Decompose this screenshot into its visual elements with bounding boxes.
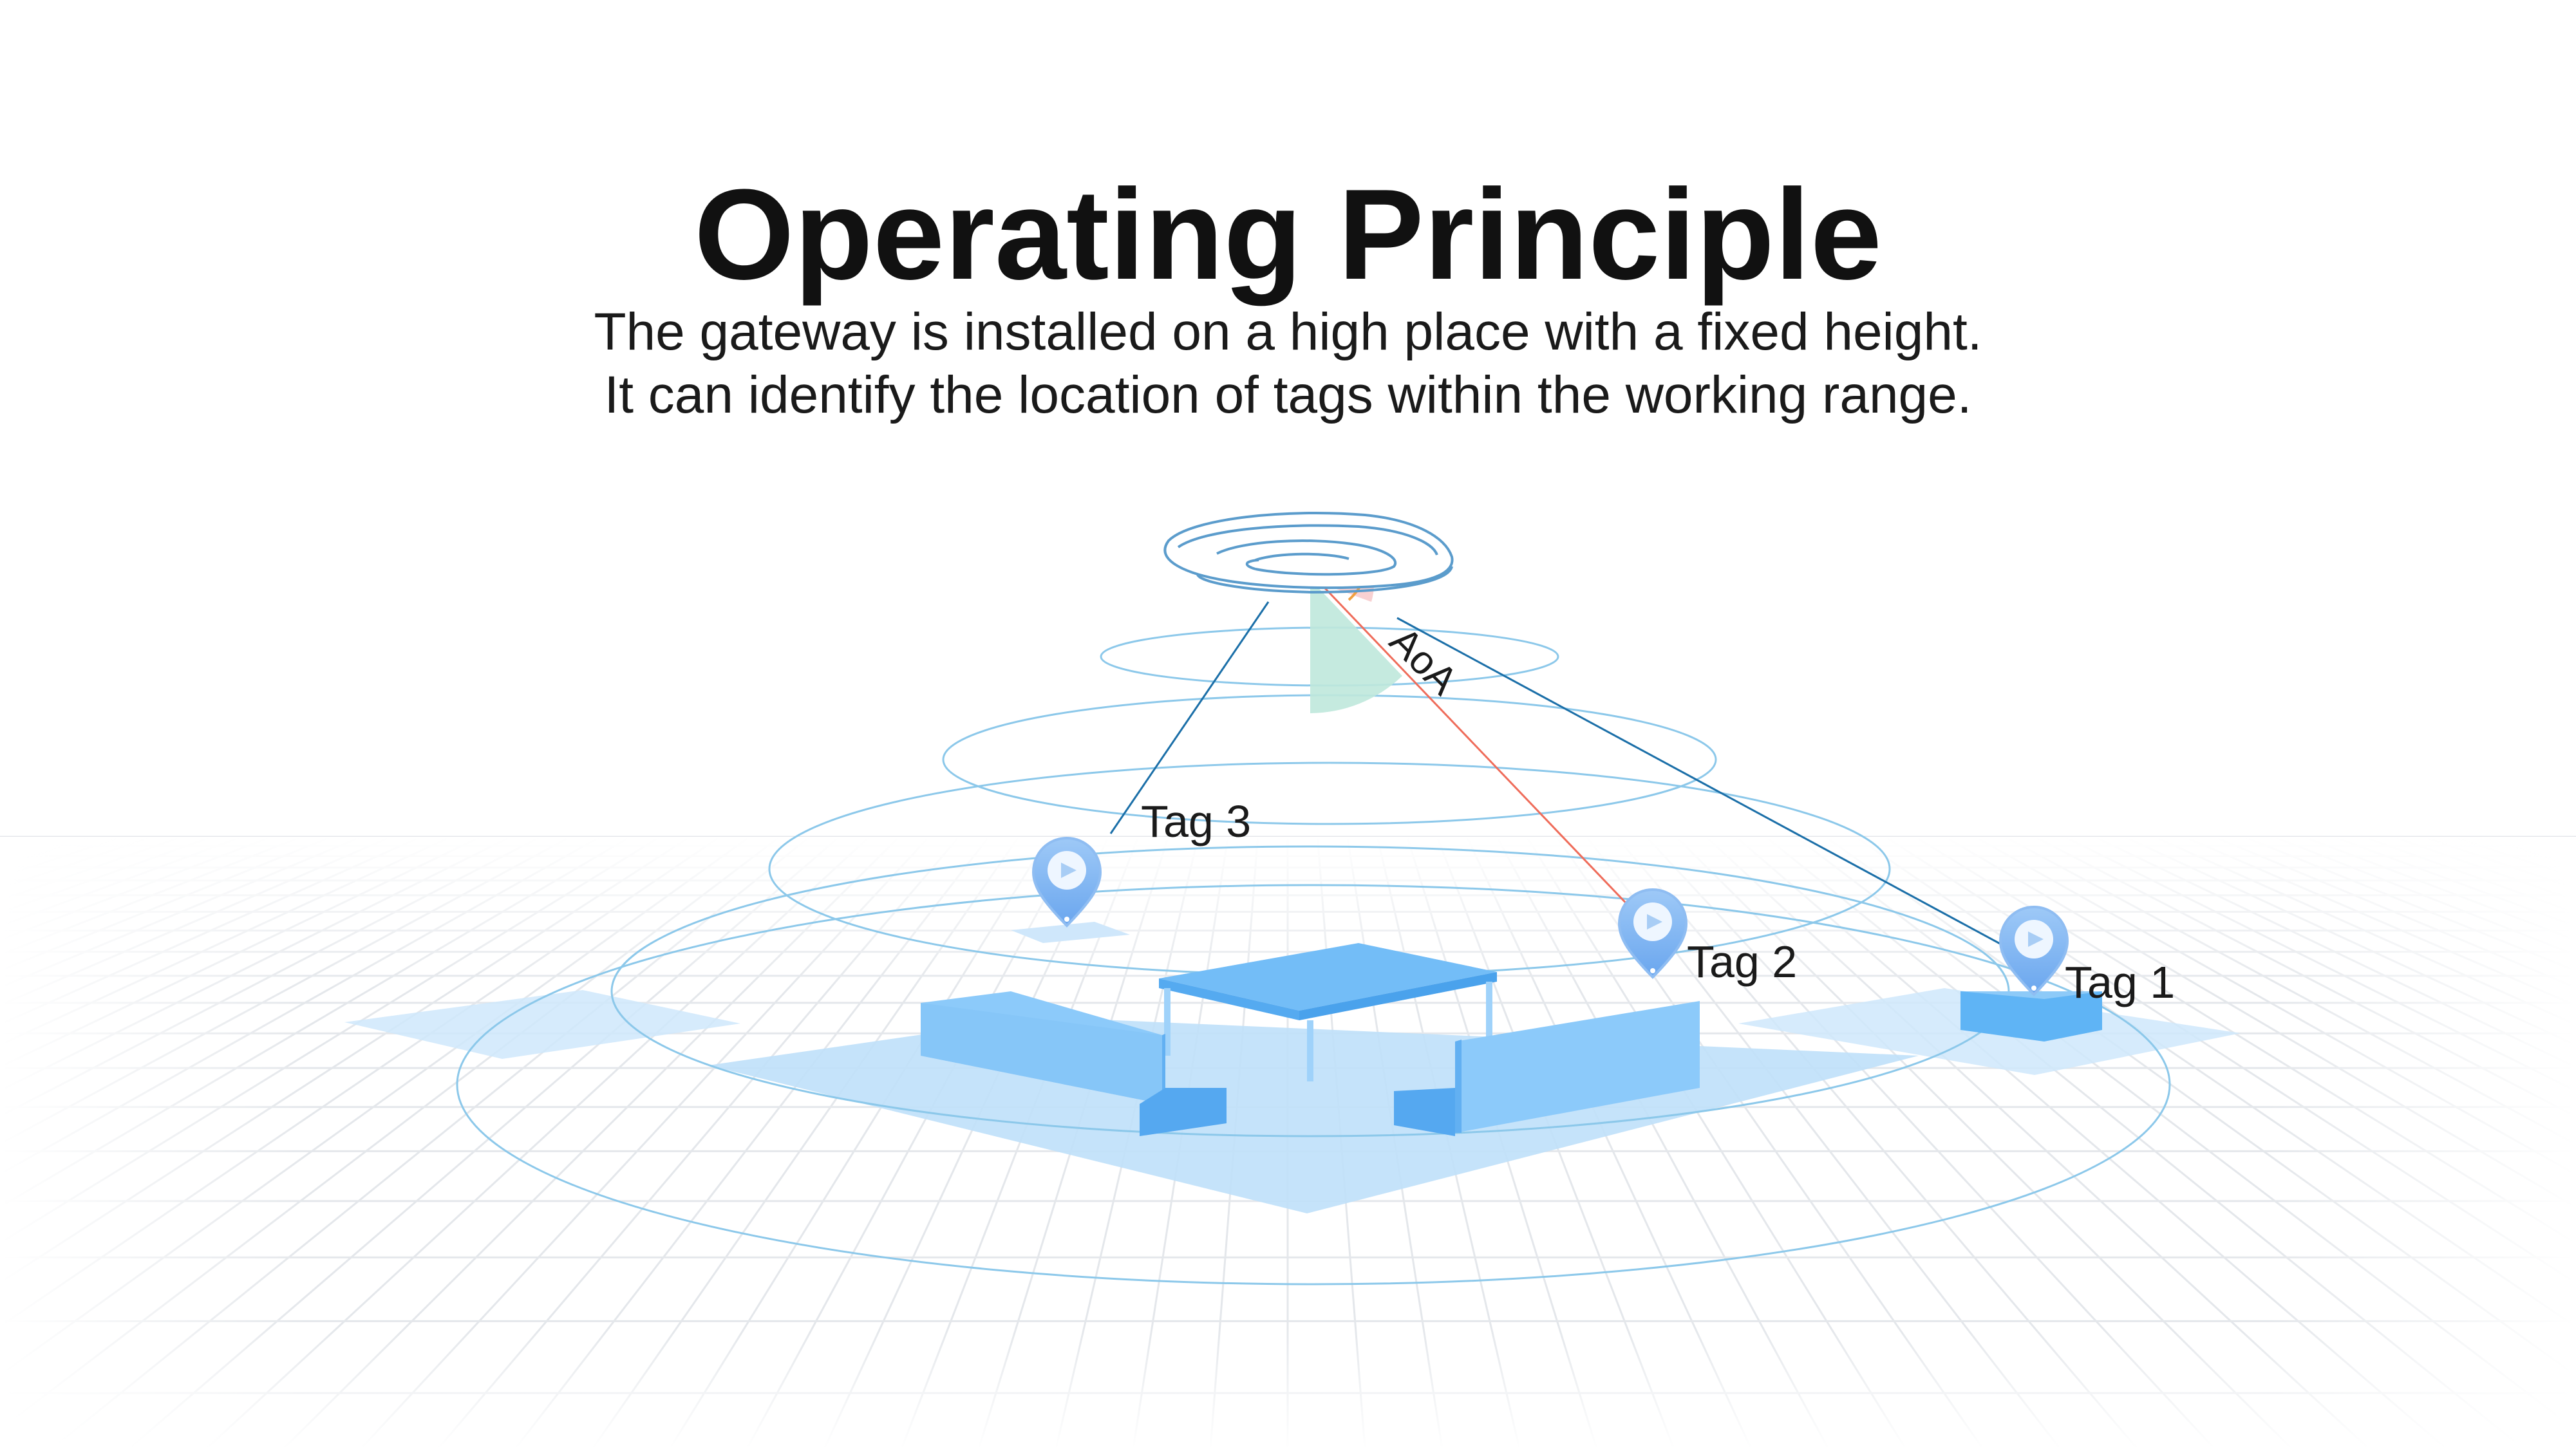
tag1-label: Tag 1 [2065, 957, 2175, 1007]
table [1159, 943, 1497, 1081]
subtitle-line-1: The gateway is installed on a high place… [594, 303, 1982, 361]
tag3-pin [1031, 836, 1102, 928]
gateway-device-icon [1163, 511, 1454, 594]
floor-patch-tag3 [1011, 922, 1130, 943]
bench-left [921, 991, 1227, 1136]
tag2-pin [1617, 888, 1688, 979]
tag1-box [1960, 991, 2102, 1042]
tag2-label: Tag 2 [1687, 937, 1797, 987]
tag1-pin [1998, 905, 2069, 996]
bench-right [1394, 1001, 1700, 1136]
tag3-label: Tag 3 [1141, 796, 1251, 846]
signal-lines [1109, 575, 2035, 964]
floor-patch-left [344, 990, 740, 1059]
page-title: Operating Principle [694, 163, 1882, 306]
subtitle-line-2: It can identify the location of tags wit… [604, 366, 1972, 424]
